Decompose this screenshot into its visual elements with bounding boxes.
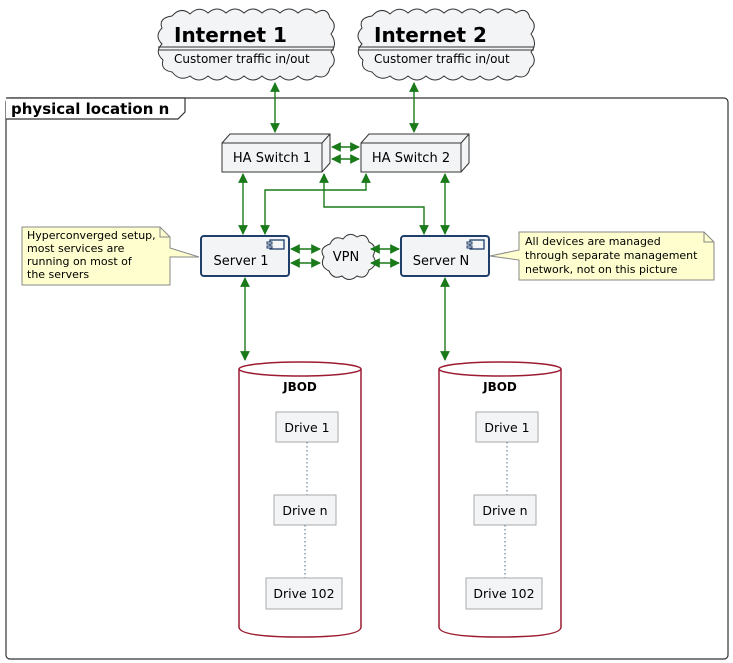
jbod-2-drive-102-label: Drive 102 xyxy=(473,586,534,601)
jbod-2-drive-n-label: Drive n xyxy=(482,503,527,518)
left-note-line-4: the servers xyxy=(27,268,89,281)
jbod-1-database: JBOD Drive 1 Drive n Drive 102 xyxy=(238,361,362,638)
server-n-component: Server N xyxy=(400,235,490,277)
jbod-2-drive-102 xyxy=(465,577,543,610)
internet-2-subtitle: Customer traffic in/out xyxy=(374,52,510,66)
jbod-1-label: JBOD xyxy=(282,380,317,394)
internet-2-cloud: Internet 2 Customer traffic in/out xyxy=(357,8,535,81)
jbod-1-drive-102-label: Drive 102 xyxy=(273,586,334,601)
jbod-1-drive-n-label: Drive n xyxy=(282,503,327,518)
ha-switch-1-node: HA Switch 1 xyxy=(221,133,331,173)
jbod-1-drive-1 xyxy=(275,411,339,443)
vpn-label: VPN xyxy=(333,250,359,265)
server-n-label: Server N xyxy=(413,254,470,269)
left-note-line-2: most services are xyxy=(27,242,125,255)
jbod-1-drive-102 xyxy=(265,577,343,610)
frame-label: physical location n xyxy=(11,100,169,118)
jbod-2-label: JBOD xyxy=(482,380,517,394)
edge-switch2-server1 xyxy=(260,173,371,235)
jbod-2-drive-n xyxy=(473,494,537,526)
ha-switch-2-node: HA Switch 2 xyxy=(360,133,470,173)
jbod-2-database: JBOD Drive 1 Drive n Drive 102 xyxy=(438,361,562,638)
ha-switch-1-label: HA Switch 1 xyxy=(233,151,311,166)
vpn-cloud: VPN xyxy=(321,233,376,280)
right-note-line-2: through separate management xyxy=(525,249,698,262)
internet-2-title: Internet 2 xyxy=(374,23,487,47)
server-1-component: Server 1 xyxy=(200,235,290,277)
left-note-line-1: Hyperconverged setup, xyxy=(27,229,156,242)
jbod-1-drive-1-label: Drive 1 xyxy=(284,420,329,435)
edge-switch1-servern xyxy=(319,173,429,235)
right-note-line-3: network, not on this picture xyxy=(525,263,678,276)
server-1-label: Server 1 xyxy=(213,254,268,269)
jbod-2-drive-1 xyxy=(475,411,539,443)
left-note-line-3: running on most of xyxy=(27,255,133,268)
right-note-line-1: All devices are managed xyxy=(525,235,661,248)
right-note: All devices are managed through separate… xyxy=(489,231,715,281)
internet-1-title: Internet 1 xyxy=(174,23,287,47)
internet-1-subtitle: Customer traffic in/out xyxy=(174,52,310,66)
physical-location-frame: physical location n xyxy=(5,97,729,660)
jbod-2-drive-1-label: Drive 1 xyxy=(484,420,529,435)
connections xyxy=(238,82,450,361)
left-note: Hyperconverged setup, most services are … xyxy=(21,226,200,286)
ha-switch-2-label: HA Switch 2 xyxy=(372,151,450,166)
jbod-1-drive-n xyxy=(273,494,337,526)
internet-1-cloud: Internet 1 Customer traffic in/out xyxy=(157,8,335,81)
